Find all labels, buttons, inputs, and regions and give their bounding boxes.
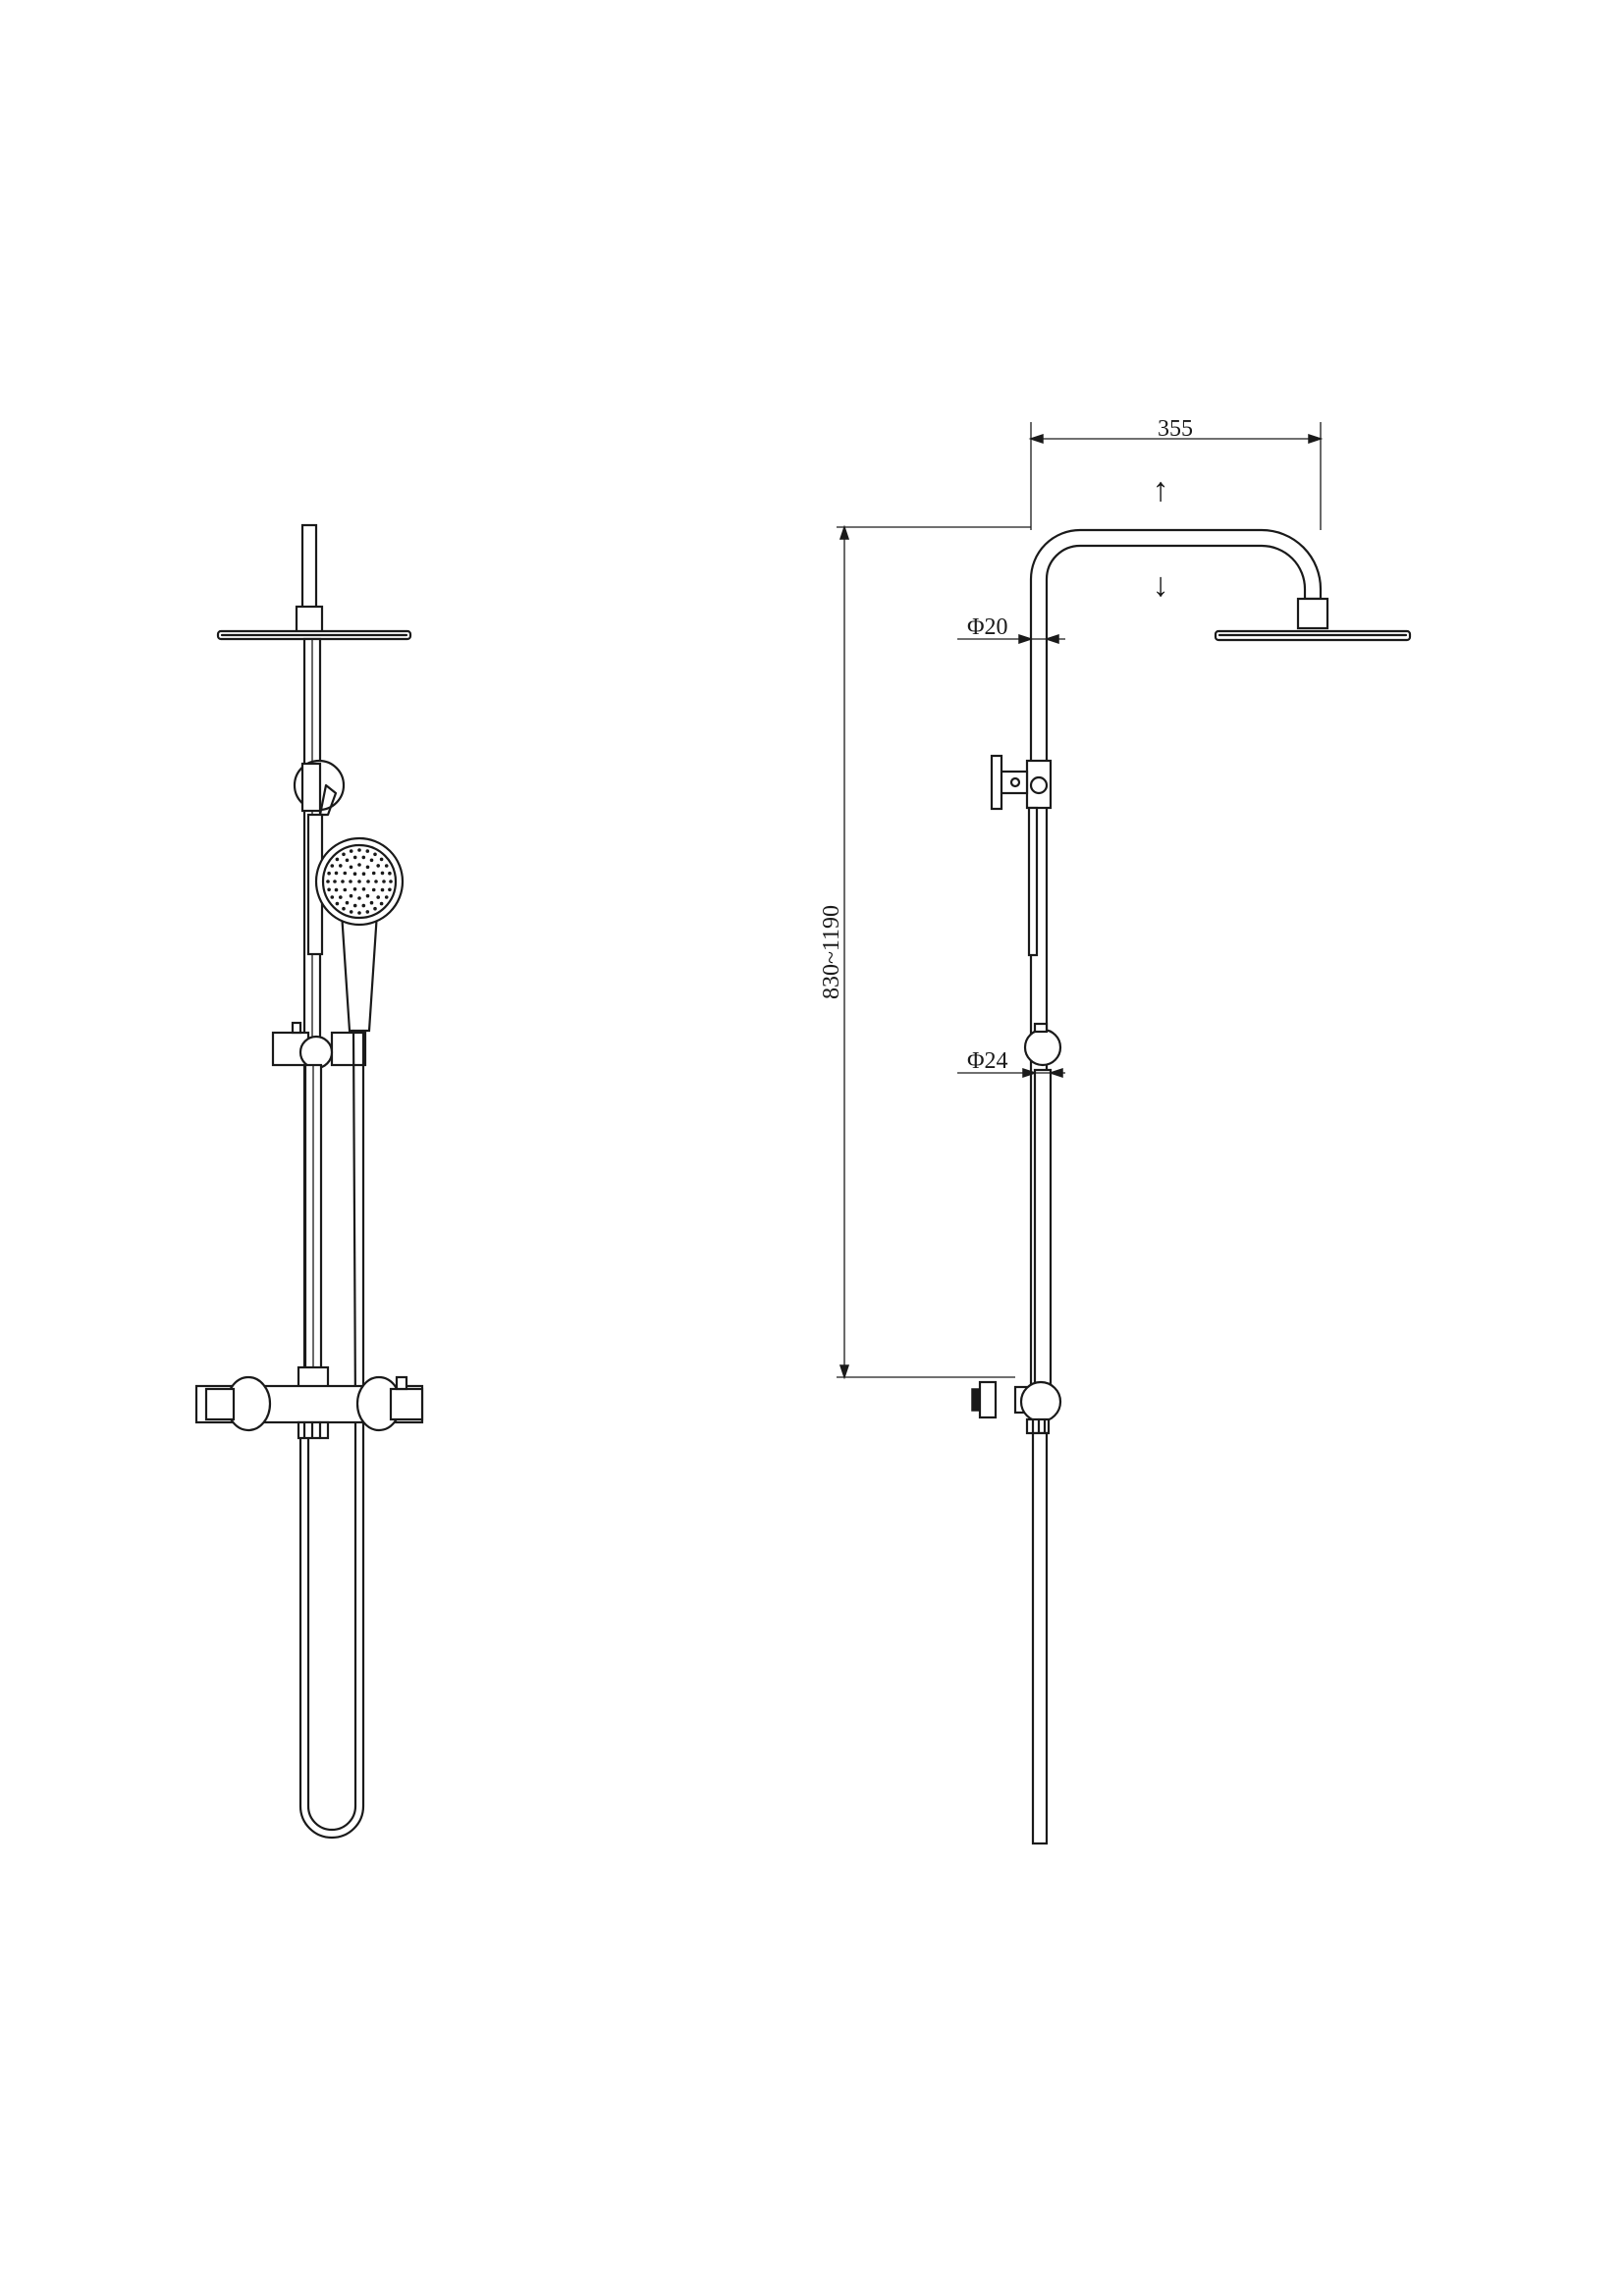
nozzle-dot xyxy=(327,871,331,876)
nozzle-dot xyxy=(352,887,357,891)
nozzle-dot xyxy=(333,880,337,883)
nozzle-dot xyxy=(379,901,384,906)
nozzle-dot xyxy=(361,872,366,876)
nozzle-dot xyxy=(352,903,357,908)
nozzle-dot xyxy=(352,872,357,876)
hand-shower-nozzles xyxy=(326,848,393,915)
nozzle-dot xyxy=(361,855,366,860)
front-top-stub xyxy=(300,523,318,611)
nozzle-dot xyxy=(326,880,330,883)
nozzle-dot xyxy=(371,887,376,892)
nozzle-dot xyxy=(352,855,357,860)
dim-upper-diameter-label: Φ20 xyxy=(967,614,1008,640)
nozzle-dot xyxy=(361,887,366,891)
nozzle-dot xyxy=(371,871,376,876)
nozzle-dot xyxy=(388,871,392,876)
side-shower-hose xyxy=(1031,1431,1049,1845)
nozzle-dot xyxy=(365,865,370,870)
front-thermostatic-mixer xyxy=(194,1365,424,1440)
nozzle-dot xyxy=(349,849,353,853)
nozzle-dot xyxy=(349,865,353,870)
nozzle-dot xyxy=(335,901,340,906)
front-head-connector xyxy=(295,605,324,636)
nozzle-dot xyxy=(376,864,381,868)
arrow-down-icon: ↓ xyxy=(1153,567,1169,604)
nozzle-dot xyxy=(357,863,361,867)
nozzle-dot xyxy=(334,871,339,876)
dim-lower-diameter-label: Φ24 xyxy=(967,1048,1008,1074)
nozzle-dot xyxy=(349,893,353,898)
nozzle-dot xyxy=(349,880,352,883)
side-view xyxy=(971,528,1412,1845)
nozzle-dot xyxy=(369,858,374,863)
front-shower-hose xyxy=(306,1029,357,1832)
nozzle-dot xyxy=(357,896,361,900)
nozzle-dot xyxy=(345,858,350,863)
side-slider-knob xyxy=(1023,1028,1062,1067)
nozzle-dot xyxy=(384,895,389,899)
nozzle-dot xyxy=(389,880,393,883)
nozzle-dot xyxy=(339,895,343,899)
nozzle-dot xyxy=(365,849,370,853)
dim-width-label: 355 xyxy=(1158,416,1193,442)
nozzle-dot xyxy=(343,871,348,876)
dimension-annotations: 355 ↑ ↓ 830~1190 Φ20 Φ24 xyxy=(819,416,1324,1380)
nozzle-dot xyxy=(373,906,377,911)
nozzle-dot xyxy=(327,887,331,892)
nozzle-dot xyxy=(376,895,381,899)
nozzle-dot xyxy=(380,887,385,892)
nozzle-dot xyxy=(349,910,353,914)
nozzle-dot xyxy=(361,903,366,908)
nozzle-dot xyxy=(373,852,377,857)
nozzle-dot xyxy=(365,893,370,898)
nozzle-dot xyxy=(374,880,378,883)
nozzle-dot xyxy=(379,857,384,862)
nozzle-dot xyxy=(380,871,385,876)
front-view xyxy=(194,523,424,1840)
nozzle-dot xyxy=(343,887,348,892)
nozzle-dot xyxy=(365,910,370,914)
nozzle-dot xyxy=(345,900,350,905)
nozzle-dot xyxy=(341,880,345,883)
front-diverter xyxy=(293,759,346,817)
nozzle-dot xyxy=(388,887,392,892)
nozzle-dot xyxy=(330,895,335,899)
nozzle-dot xyxy=(357,848,361,852)
nozzle-dot xyxy=(369,900,374,905)
nozzle-dot xyxy=(335,857,340,862)
arrow-up-icon: ↑ xyxy=(1153,472,1169,508)
nozzle-dot xyxy=(366,880,370,883)
nozzle-dot xyxy=(330,864,335,868)
nozzle-dot xyxy=(339,864,343,868)
nozzle-dot xyxy=(357,880,361,883)
nozzle-dot xyxy=(342,906,346,911)
side-lower-riser xyxy=(1033,1068,1053,1401)
dim-height-label: 830~1190 xyxy=(819,905,844,999)
nozzle-dot xyxy=(384,864,389,868)
side-overhead-shower xyxy=(1214,629,1412,642)
side-thermostatic-mixer xyxy=(971,1380,1062,1435)
nozzle-dot xyxy=(334,887,339,892)
side-slide-rail xyxy=(1027,806,1039,957)
nozzle-dot xyxy=(382,880,386,883)
side-shower-arm xyxy=(1029,528,1323,1406)
front-hand-shower xyxy=(314,836,405,1033)
side-head-connector xyxy=(1296,597,1329,630)
side-diverter xyxy=(990,754,1053,811)
nozzle-dot xyxy=(342,852,346,857)
nozzle-dot xyxy=(357,911,361,915)
front-overhead-shower xyxy=(216,629,412,641)
